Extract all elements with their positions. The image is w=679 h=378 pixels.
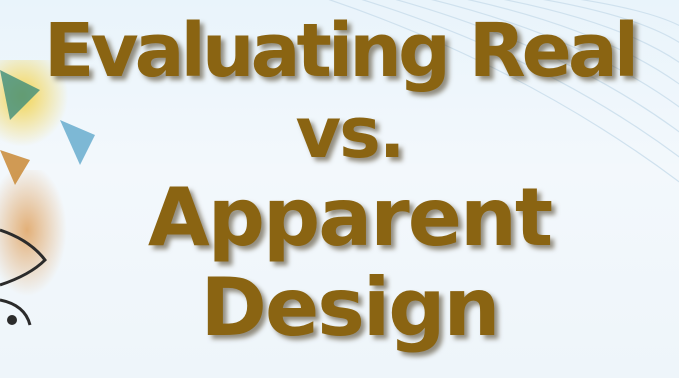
title-line-1: Evaluating Real	[43, 8, 639, 94]
title-line-2: vs.	[295, 92, 406, 174]
decorative-corner-image	[0, 60, 110, 326]
title-line-3: Apparent	[147, 171, 553, 264]
title-line-4: Design	[200, 261, 501, 354]
